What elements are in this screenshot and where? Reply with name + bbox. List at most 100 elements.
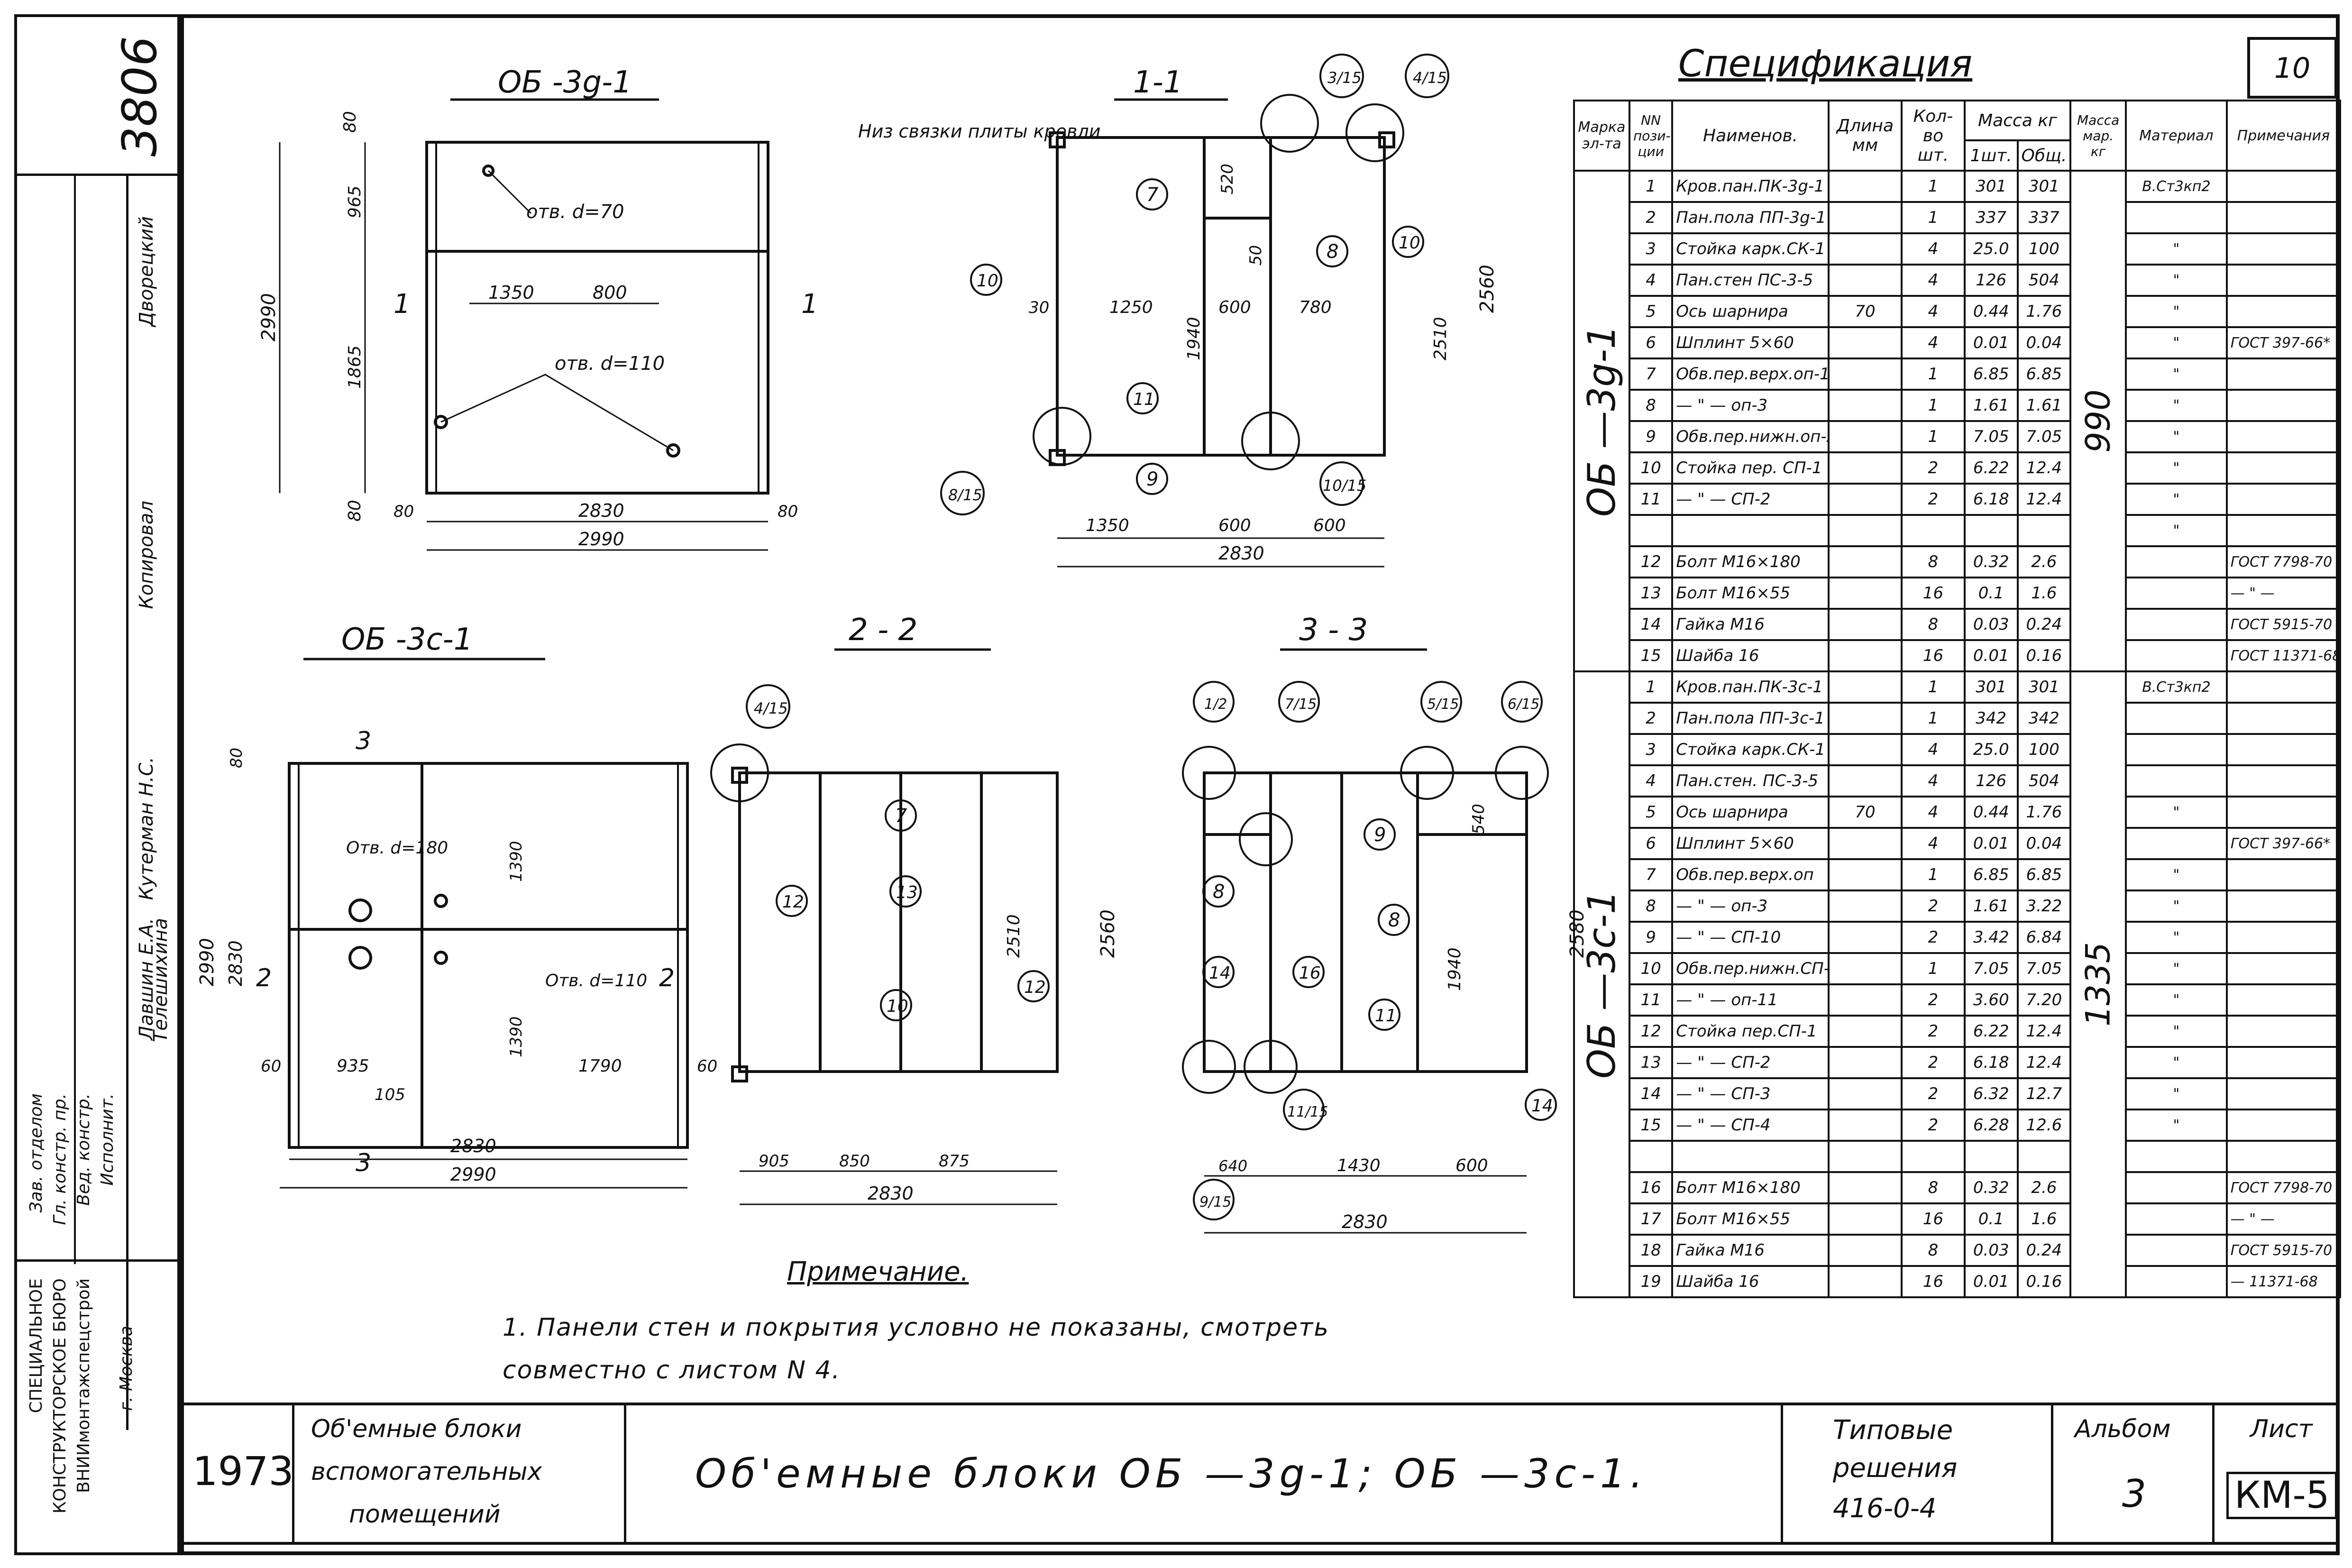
dim: 2830: [450, 1136, 496, 1156]
spec-cell-mat: ": [2125, 483, 2228, 516]
frame-outline: [1203, 771, 1528, 1073]
detail-ref-circle: [1420, 681, 1462, 723]
spec-cell-note: [2225, 670, 2342, 704]
spec-cell-pos: 14: [1628, 608, 1674, 641]
spec-cell-qty: 2: [1901, 1077, 1966, 1110]
spec-cell-qty: 1: [1901, 201, 1966, 234]
spec-cell-one: 6.22: [1963, 451, 2019, 485]
spec-cell-pos: 8: [1628, 389, 1674, 422]
spec-cell-mat: ": [2125, 1077, 2228, 1110]
spec-cell-mat: [2125, 764, 2228, 798]
spec-cell-one: 3.60: [1963, 983, 2019, 1017]
callout-circle: [970, 264, 1002, 296]
header-note: Примечания: [2225, 100, 2342, 172]
spec-cell-len: [1827, 514, 1903, 547]
detail-ref: 8/15: [948, 486, 982, 504]
spec-cell-pos: 17: [1628, 1202, 1674, 1236]
title-block: 1973 Об'емные блоки вспомогательных поме…: [180, 1403, 2340, 1545]
spec-cell-note: [2225, 201, 2342, 234]
spec-cell-note: [2225, 483, 2342, 516]
spec-cell-pos: 11: [1628, 483, 1674, 516]
spec-cell-one: 6.18: [1963, 1046, 2019, 1079]
callout-circle: [880, 989, 912, 1021]
spec-cell-len: [1827, 358, 1903, 391]
spec-cell-len: [1827, 420, 1903, 453]
spec-cell-pos: 1: [1628, 170, 1674, 203]
hole-symbol: [434, 415, 448, 429]
spec-cell-tot: 100: [2016, 232, 2072, 266]
spec-cell-qty: 1: [1901, 358, 1966, 391]
spec-cell-mat: [2125, 639, 2228, 672]
dim: 905: [759, 1152, 789, 1171]
spec-cell-note: [2225, 733, 2342, 766]
spec-cell-tot: 7.05: [2016, 420, 2072, 453]
spec-cell-note: ГОСТ 7798-70: [2225, 545, 2342, 578]
spec-cell-len: [1827, 889, 1903, 923]
spec-cell-one: 25.0: [1963, 733, 2019, 766]
callout: 8: [1213, 881, 1225, 903]
spec-cell-one: 25.0: [1963, 232, 2019, 266]
spec-cell-tot: 1.76: [2016, 295, 2072, 328]
spec-cell-qty: 4: [1901, 733, 1966, 766]
dim: 50: [1246, 245, 1265, 266]
spec-cell-len: 70: [1827, 796, 1903, 829]
spec-cell-len: [1827, 952, 1903, 985]
dim: 600: [1455, 1156, 1488, 1175]
callout: 13: [896, 883, 918, 902]
spec-cell-tot: 301: [2016, 170, 2072, 203]
tb-object-line-3: помещений: [349, 1500, 501, 1529]
spec-cell-tot: 3.22: [2016, 889, 2072, 923]
spec-cell-name: Пан.стен ПС-3-5: [1671, 264, 1830, 297]
spec-cell-note: [2225, 952, 2342, 985]
spec-cell-tot: 7.05: [2016, 952, 2072, 985]
spec-cell-name: — " — оп-3: [1671, 889, 1830, 923]
note-title: Примечание.: [787, 1256, 969, 1287]
spec-cell-note: ГОСТ 397-66*: [2225, 326, 2342, 359]
dim: 2830: [578, 500, 624, 521]
spec-cell-tot: 100: [2016, 733, 2072, 766]
spec-cell-len: [1827, 764, 1903, 798]
spec-cell-pos: 15: [1628, 1109, 1674, 1142]
spec-cell-qty: 2: [1901, 1015, 1966, 1048]
spec-header-row-2: 1шт. Общ.: [1574, 139, 2340, 172]
spec-cell-pos: 19: [1628, 1265, 1674, 1298]
view-title: 1-1: [1133, 65, 1183, 100]
callout-circle: [885, 799, 917, 832]
dim: 60: [697, 1057, 717, 1076]
spec-cell-one: 0.03: [1963, 1234, 2019, 1267]
dim: 2830: [868, 1183, 914, 1204]
callout: 14: [1531, 1096, 1553, 1116]
spec-cell-len: [1827, 326, 1903, 359]
spec-cell-tot: 0.16: [2016, 1265, 2072, 1298]
tb-drawing-title: Об'емные блоки ОБ —3g-1; ОБ —3с-1.: [695, 1450, 1648, 1497]
section-mark: 1: [394, 289, 411, 320]
header-material: Материал: [2125, 100, 2228, 172]
dim: 2510: [1431, 317, 1450, 360]
callout-circle: [1525, 1089, 1557, 1121]
spec-cell-tot: 0.24: [2016, 608, 2072, 641]
spec-cell-mat: [2125, 1202, 2228, 1236]
spec-cell-tot: 301: [2016, 670, 2072, 704]
spec-cell-mat: [2125, 577, 2228, 610]
frame-outline: [738, 771, 1059, 1073]
callout: 14: [1209, 963, 1231, 983]
spec-cell-name: Пан.пола ПП-3с-1: [1671, 702, 1830, 735]
org-divider: [17, 1259, 178, 1262]
spec-cell-tot: [2016, 514, 2072, 547]
dim: 2580: [1566, 909, 1588, 958]
callout-circle: [1392, 226, 1424, 258]
specification-table: Марка эл-та NN пози-ции Наименов. Длина …: [1573, 100, 2342, 1399]
callout-circle: [889, 875, 922, 908]
spec-cell-qty: 2: [1901, 1046, 1966, 1079]
spec-cell-note: [2225, 921, 2342, 954]
callout-circle: [776, 885, 808, 917]
role-1: Зав. отделом: [27, 1093, 46, 1213]
spec-cell-name: Шплинт 5×60: [1671, 827, 1830, 860]
spec-cell-mat: ": [2125, 1015, 2228, 1048]
